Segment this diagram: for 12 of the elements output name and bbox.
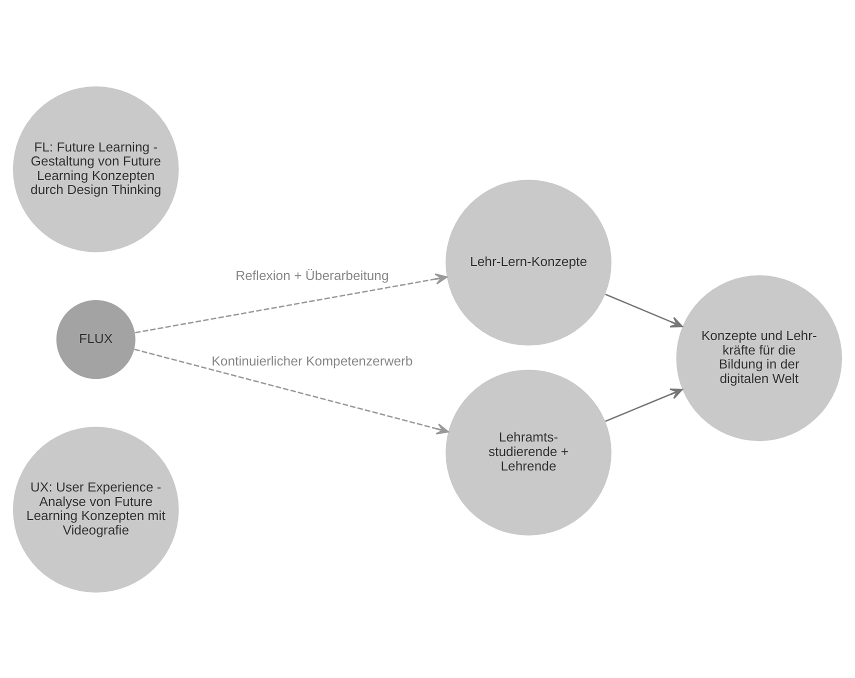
node-circle: FLUX bbox=[56, 299, 136, 379]
node-circle: Konzepte und Lehr- kräfte für die Bildung in der digitalen Welt bbox=[676, 274, 842, 441]
node-circle: Lehramts- studierende + Lehrende bbox=[446, 369, 612, 535]
node-circle: UX: User Experience - Analyse von Future Learning Konzepten mit Videografie bbox=[12, 426, 179, 592]
arrow bbox=[605, 293, 683, 327]
node-circle: FL: Future Learning - Gestaltung von Future Learning Konzepten durch Design Thinking bbox=[12, 86, 179, 252]
arrow bbox=[134, 348, 449, 434]
node-circle: Lehr-Lern-Konzepte bbox=[446, 179, 612, 346]
edge-label: Reflexion + Überarbeitung bbox=[236, 267, 389, 282]
arrow bbox=[605, 388, 683, 422]
arrow bbox=[135, 272, 448, 333]
edge-label: Kontinuierlicher Kompetenzerwerb bbox=[212, 352, 413, 368]
